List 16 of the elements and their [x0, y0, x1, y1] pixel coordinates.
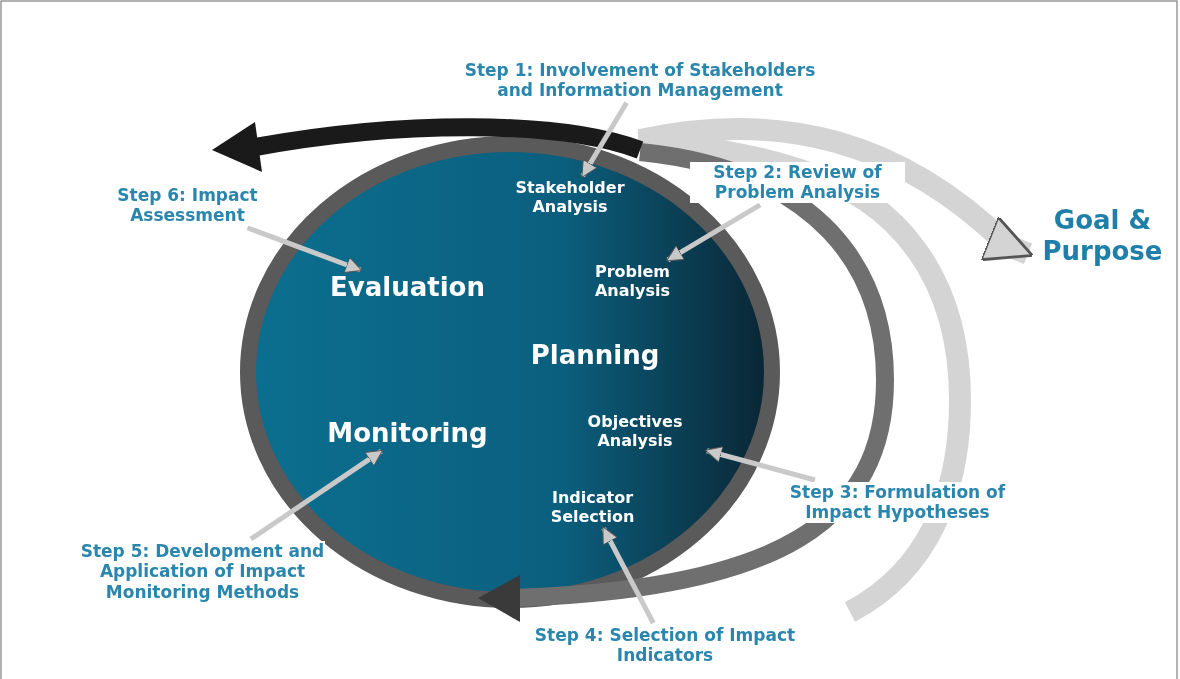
- step-label: Step 2: Review of Problem Analysis: [690, 162, 905, 203]
- phase-title: Evaluation: [310, 272, 505, 304]
- phase-title: Planning: [525, 340, 665, 372]
- phase-label: Stakeholder Analysis: [490, 178, 650, 217]
- step-label: Step 5: Development and Application of Impact Monitoring Methods: [80, 541, 325, 603]
- goal-label: Goal & Purpose: [1030, 205, 1175, 268]
- arrow: [705, 446, 816, 483]
- arrow: [601, 526, 656, 625]
- phase-label: Objectives Analysis: [565, 412, 705, 451]
- arrow: [249, 449, 384, 542]
- phase-label: Indicator Selection: [530, 488, 655, 527]
- arrow: [580, 101, 629, 178]
- phase-label: Problem Analysis: [575, 262, 690, 301]
- arrow: [666, 202, 762, 263]
- arrow: [246, 225, 363, 273]
- phase-title: Monitoring: [310, 418, 505, 450]
